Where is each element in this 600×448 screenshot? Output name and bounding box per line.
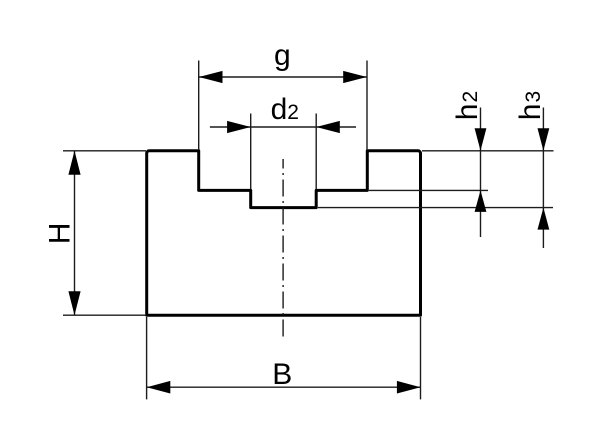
svg-text:g: g [274,39,291,72]
svg-text:B: B [272,358,292,391]
svg-text:H: H [44,223,77,245]
